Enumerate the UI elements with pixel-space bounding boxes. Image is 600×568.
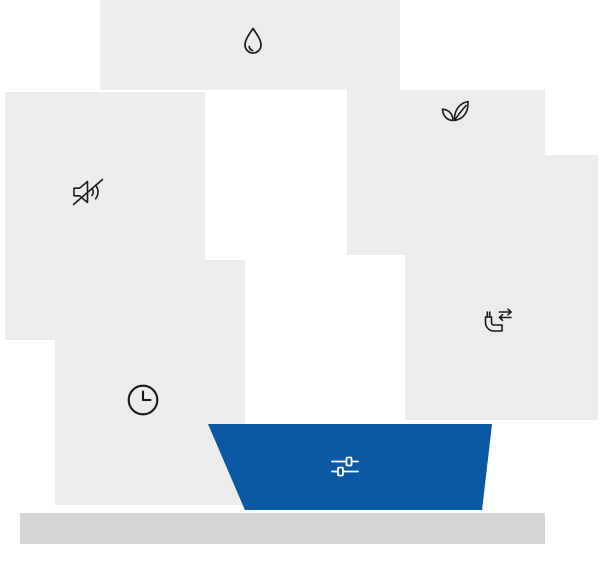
- sliders-icon: [329, 452, 361, 480]
- water-drop-icon: [239, 25, 267, 59]
- speaker-muted-icon: [70, 176, 106, 208]
- plug-swap-icon: [478, 306, 516, 338]
- panel-water: [100, 0, 400, 90]
- panel-timer: [55, 260, 245, 505]
- base-bar: [20, 513, 545, 544]
- clock-icon: [125, 382, 161, 418]
- eco-leaves-icon: [439, 98, 471, 126]
- settings-trapezoid: [208, 424, 492, 510]
- panel-connect: [405, 155, 598, 420]
